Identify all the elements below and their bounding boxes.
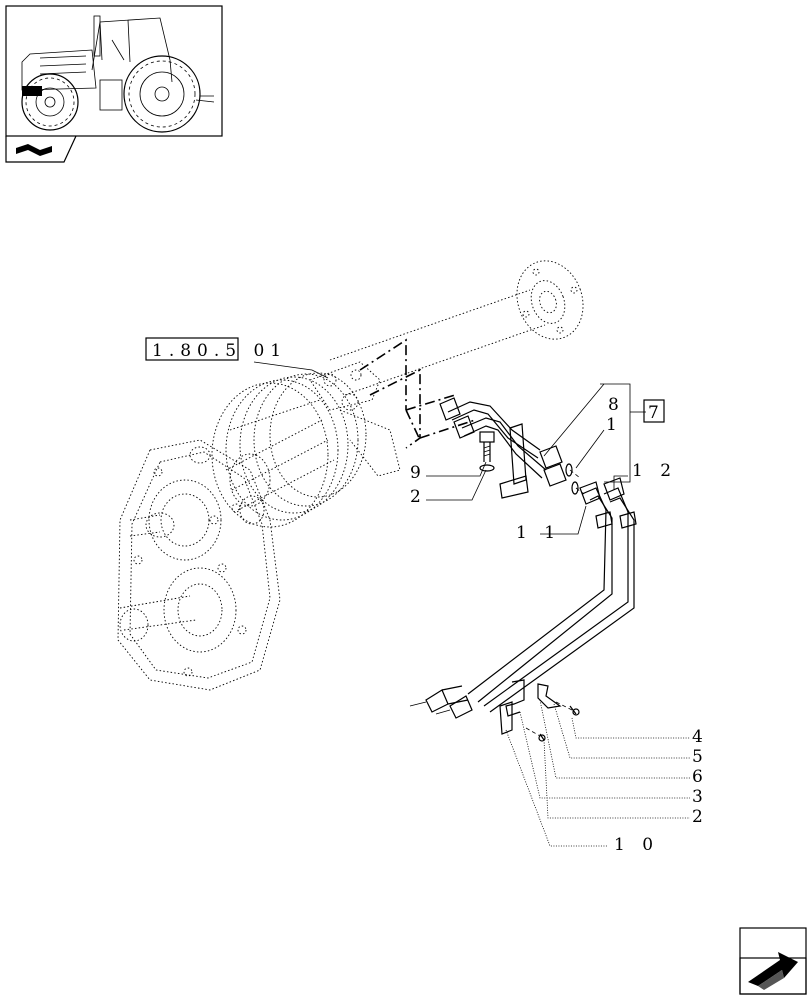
callout-labels: 1.80.5 01 7 8 1 1 2 9 2 1 1 4 5 6 3 2 1 … bbox=[145, 337, 709, 855]
callout-10: 1 0 bbox=[614, 835, 659, 855]
tractor-thumbnail[interactable] bbox=[5, 5, 223, 137]
bolt-9 bbox=[479, 431, 495, 472]
callout-9: 9 bbox=[410, 463, 427, 483]
callout-1: 1 bbox=[606, 415, 623, 435]
group-box-7[interactable] bbox=[643, 399, 665, 423]
reference-box[interactable] bbox=[145, 337, 239, 361]
callout-12: 1 2 bbox=[632, 461, 677, 481]
callout-5: 5 bbox=[692, 747, 709, 767]
pto-gearbox-assembly bbox=[117, 260, 584, 691]
group-label-7[interactable]: 7 bbox=[648, 403, 665, 423]
alignment-lines bbox=[359, 338, 476, 449]
callout-2-upper: 2 bbox=[410, 487, 427, 507]
book-index-icon[interactable] bbox=[5, 135, 77, 163]
next-page-arrow-icon[interactable] bbox=[739, 927, 807, 995]
reference-label[interactable]: 1.80.5 01 bbox=[152, 341, 287, 361]
callout-2-lower: 2 bbox=[692, 807, 709, 827]
callout-8: 8 bbox=[608, 395, 625, 415]
callout-6: 6 bbox=[692, 767, 709, 787]
clamp-parts bbox=[499, 679, 580, 742]
hydraulic-pipes bbox=[409, 397, 637, 719]
callout-leaders bbox=[253, 361, 690, 847]
callout-3: 3 bbox=[692, 787, 709, 807]
callout-11: 1 1 bbox=[516, 523, 561, 543]
callout-4: 4 bbox=[692, 727, 709, 747]
